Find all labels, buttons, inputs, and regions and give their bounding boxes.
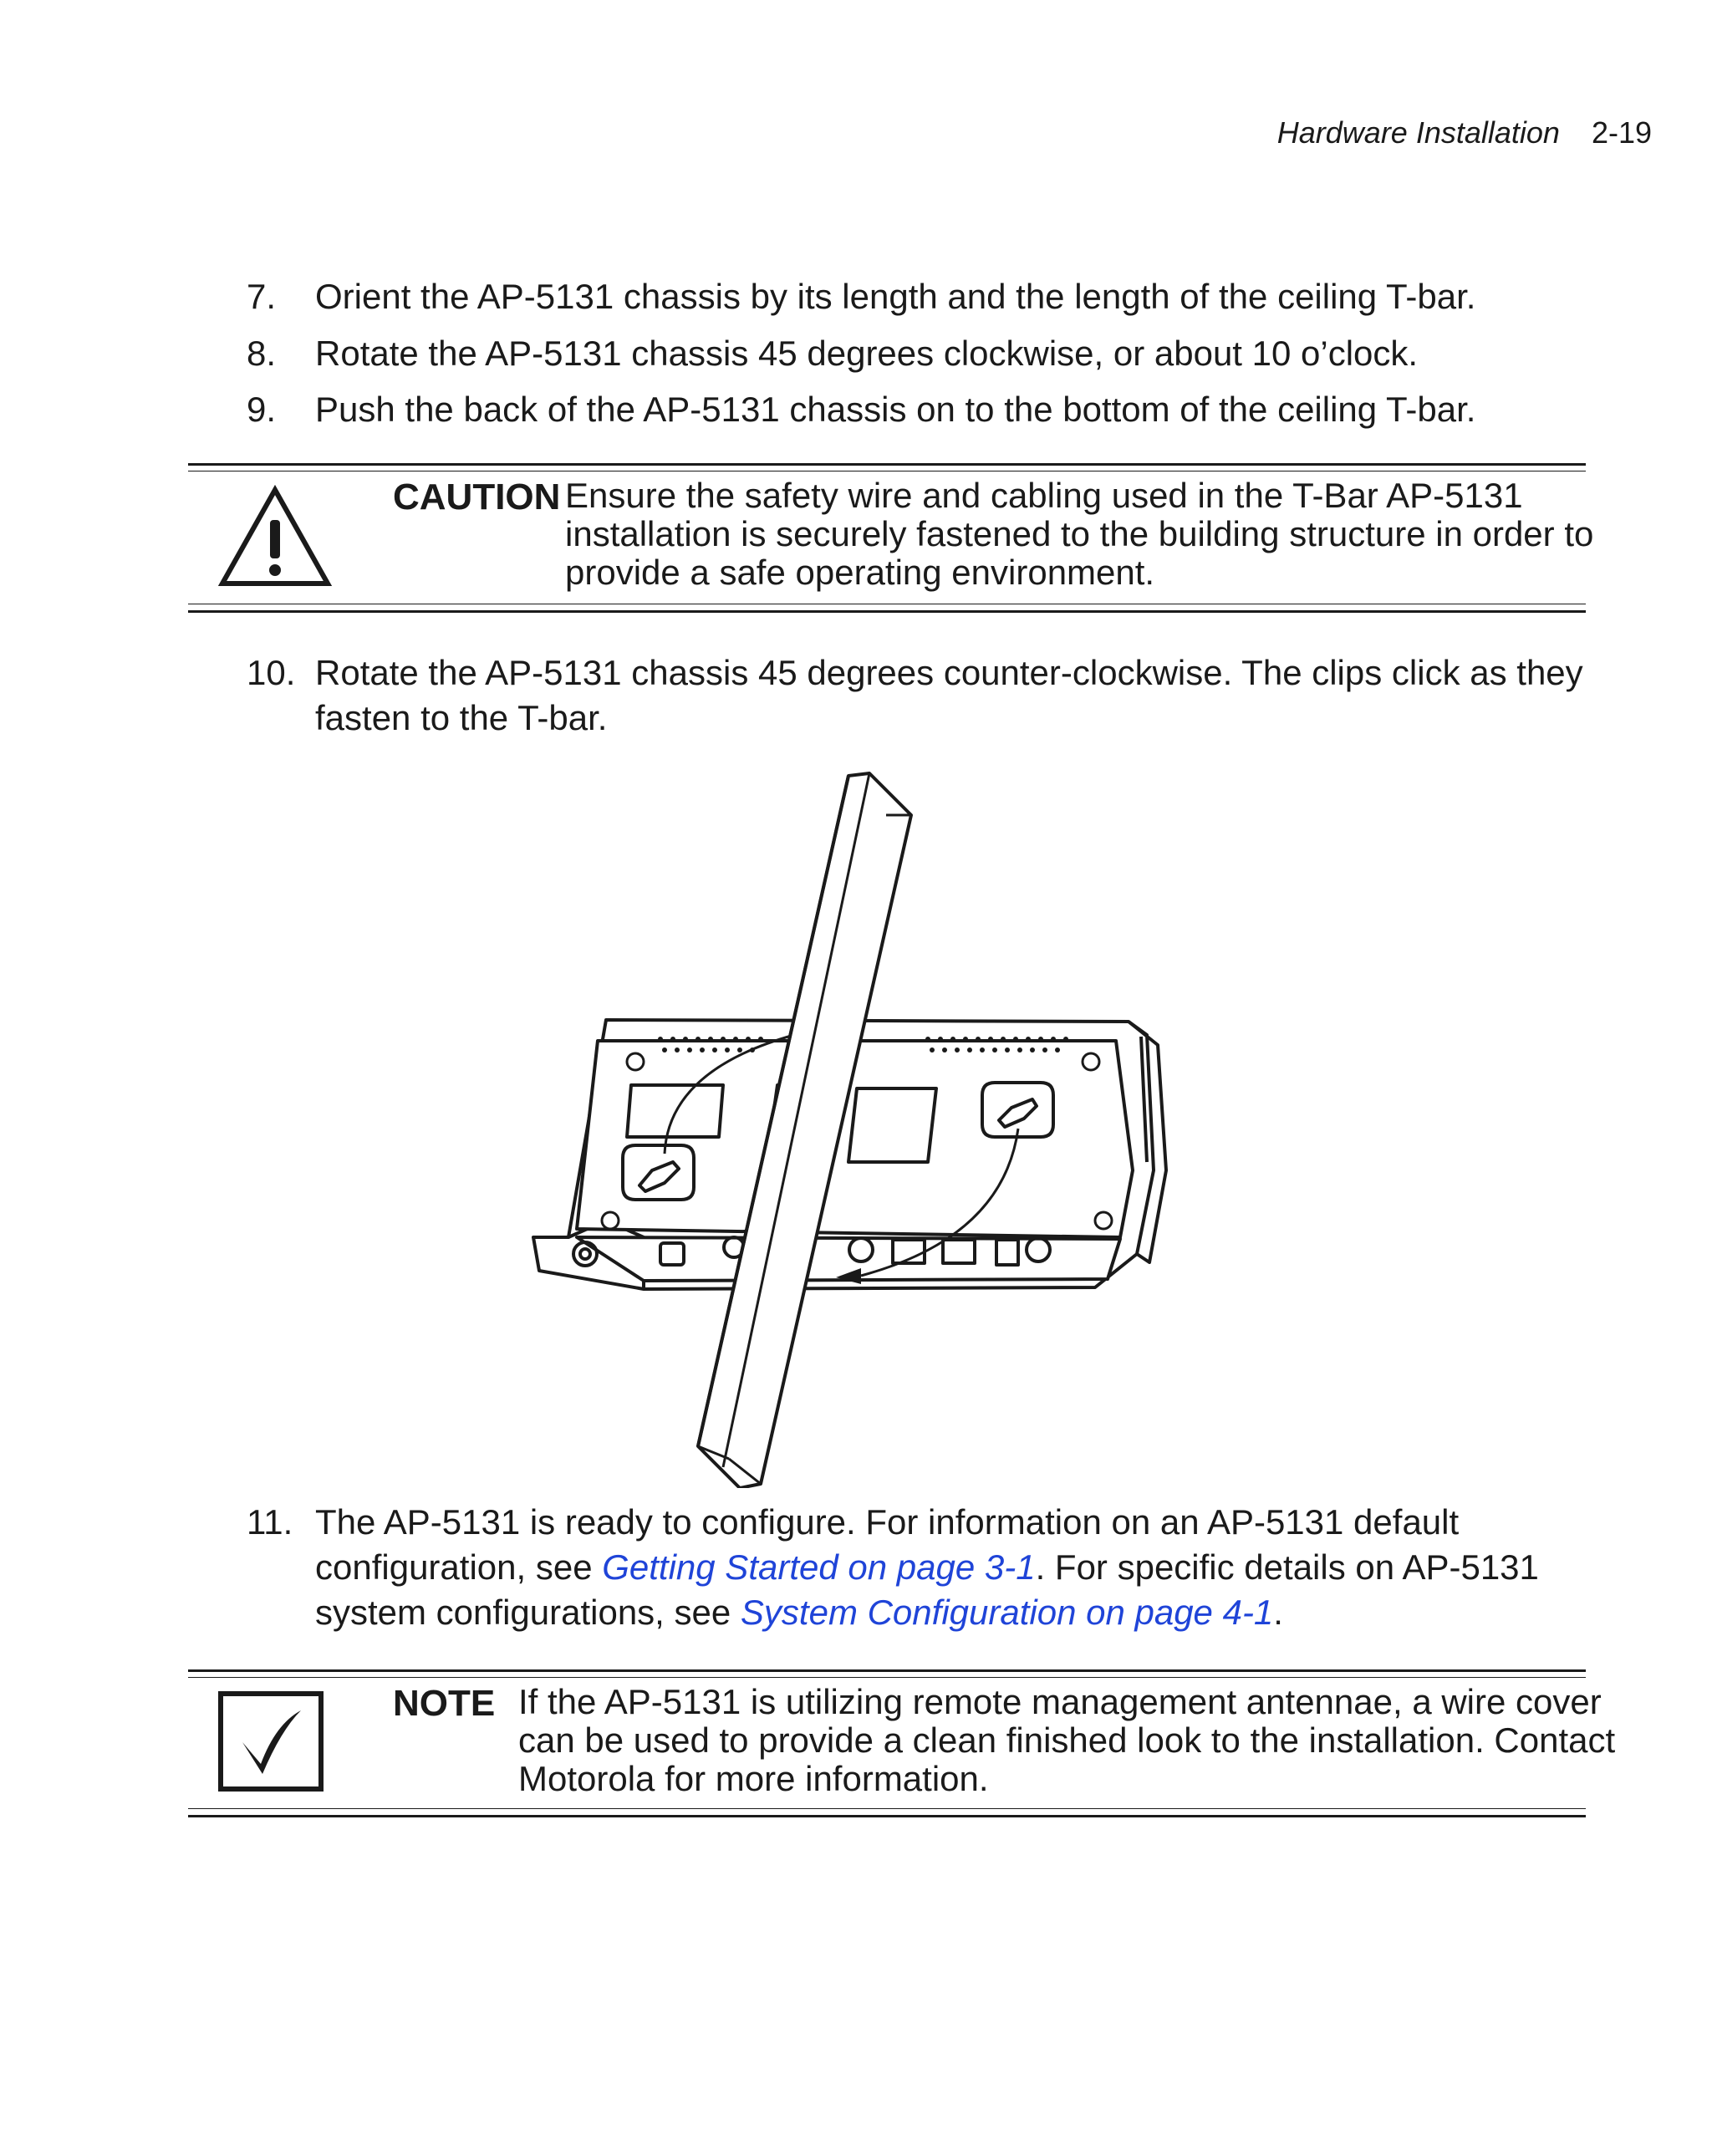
caution-bottom-rule xyxy=(188,610,1586,613)
step-9: 9. Push the back of the AP-5131 chassis … xyxy=(247,387,1584,432)
step-7: 7. Orient the AP-5131 chassis by its len… xyxy=(247,274,1584,319)
step-text: Rotate the AP-5131 chassis 45 degrees co… xyxy=(315,653,1583,737)
step-text: Push the back of the AP-5131 chassis on … xyxy=(315,390,1476,429)
note-line: Motorola for more information. xyxy=(518,1759,989,1798)
step-10: 10. Rotate the AP-5131 chassis 45 degree… xyxy=(247,650,1584,741)
note-line: can be used to provide a clean finished … xyxy=(518,1720,1616,1760)
caution-line: installation is securely fastened to the… xyxy=(565,514,1594,553)
warning-triangle-icon xyxy=(217,484,333,586)
checkmark-box-icon xyxy=(218,1691,324,1792)
getting-started-link[interactable]: Getting Started on page 3-1 xyxy=(602,1547,1036,1587)
step-text: Rotate the AP-5131 chassis 45 degrees cl… xyxy=(315,334,1419,373)
page-number: 2-19 xyxy=(1591,115,1652,150)
note-label: NOTE xyxy=(393,1683,496,1724)
step-text: The AP-5131 is ready to configure. For i… xyxy=(315,1500,1584,1635)
caution-label: CAUTION xyxy=(393,477,561,517)
caution-text: Ensure the safety wire and cabling used … xyxy=(565,477,1593,592)
note-bottom-rule-thin xyxy=(188,1808,1586,1809)
step-text-part: . xyxy=(1273,1593,1283,1632)
note-top-rule-thin xyxy=(188,1677,1586,1678)
caution-line: Ensure the safety wire and cabling used … xyxy=(565,476,1523,515)
system-configuration-link[interactable]: System Configuration on page 4-1 xyxy=(740,1593,1274,1632)
step-number: 9. xyxy=(247,390,277,429)
caution-top-rule xyxy=(188,463,1586,466)
tbar-installation-illustration xyxy=(532,772,1168,1488)
note-top-rule xyxy=(188,1669,1586,1672)
note-bottom-rule xyxy=(188,1815,1586,1817)
note-line: If the AP-5131 is utilizing remote manag… xyxy=(518,1682,1602,1721)
section-title: Hardware Installation xyxy=(1276,115,1560,150)
step-number: 8. xyxy=(247,334,277,373)
note-text: If the AP-5131 is utilizing remote manag… xyxy=(518,1683,1615,1798)
step-number: 11. xyxy=(247,1502,293,1542)
caution-line: provide a safe operating environment. xyxy=(565,553,1155,592)
step-number: 10. xyxy=(247,653,296,692)
step-text: Orient the AP-5131 chassis by its length… xyxy=(315,277,1476,316)
step-text-part: The AP-5131 is ready to configure. For i… xyxy=(315,1502,1460,1587)
step-number: 7. xyxy=(247,277,277,316)
step-11: 11. The AP-5131 is ready to configure. F… xyxy=(247,1500,1584,1635)
page-header: Hardware Installation 2-19 xyxy=(1277,115,1652,150)
step-text-part: . For specific details on AP-5131 system… xyxy=(315,1547,1539,1632)
step-8: 8. Rotate the AP-5131 chassis 45 degrees… xyxy=(247,331,1584,376)
